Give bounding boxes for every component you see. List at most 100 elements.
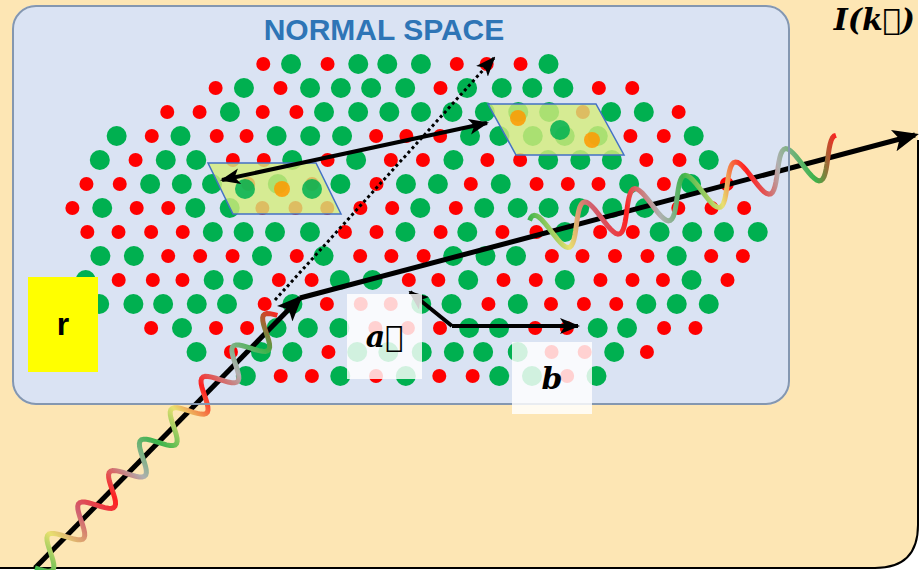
atom-dot: [90, 246, 110, 266]
atom-dot: [458, 270, 478, 290]
atom-dot: [140, 174, 160, 194]
atom-dot: [634, 102, 654, 122]
atom-dot: [416, 153, 430, 167]
atom-dot: [402, 273, 416, 287]
atom-dot: [544, 297, 558, 311]
atom-dot: [623, 129, 637, 143]
atom-dot: [272, 273, 286, 287]
atom-dot: [161, 249, 175, 263]
atom-dot: [187, 294, 207, 314]
atom-dot: [474, 198, 494, 218]
atom-dot: [431, 273, 445, 287]
atom-dot: [176, 225, 190, 239]
atom-dot: [449, 201, 463, 215]
atom-dot: [146, 273, 160, 287]
atom-dot: [353, 201, 367, 215]
atom-dot: [124, 246, 144, 266]
atom-dot: [172, 318, 192, 338]
atom-dot: [636, 294, 656, 314]
atom-dot: [466, 369, 480, 383]
tile-dot: [550, 120, 570, 140]
atom-dot: [684, 126, 704, 146]
atom-dot: [443, 150, 463, 170]
atom-dot: [305, 273, 319, 287]
atom-dot: [112, 273, 126, 287]
atom-dot: [704, 249, 718, 263]
atom-dot: [300, 222, 320, 242]
atom-dot: [172, 174, 192, 194]
atom-dot: [639, 153, 653, 167]
atom-dot: [348, 54, 368, 74]
vector-label: b: [542, 361, 563, 396]
tile-dot: [302, 179, 322, 199]
atom-dot: [113, 177, 127, 191]
atom-dot: [508, 294, 528, 314]
atom-dot: [187, 342, 207, 362]
atom-dot: [657, 129, 671, 143]
atom-dot: [553, 78, 573, 98]
atom-dot: [314, 102, 334, 122]
atom-dot: [539, 54, 559, 74]
atom-dot: [234, 222, 254, 242]
atom-dot: [625, 81, 639, 95]
atom-dot: [384, 249, 398, 263]
vector-label: a⃗: [366, 319, 403, 354]
atom-dot: [617, 318, 637, 338]
wave: [530, 135, 836, 247]
atom-dot: [529, 273, 543, 287]
atom-dot: [267, 126, 287, 146]
atom-dot: [377, 54, 397, 74]
atom-dot: [130, 201, 144, 215]
atom-dot: [240, 129, 254, 143]
tile-dot: [510, 110, 526, 126]
atom-dot: [185, 198, 205, 218]
atom-dot: [545, 249, 559, 263]
atom-dot: [588, 318, 608, 338]
atom-dot: [433, 81, 447, 95]
atom-dot: [577, 297, 591, 311]
atom-dot: [481, 297, 495, 311]
atom-dot: [604, 342, 624, 362]
atom-dot: [321, 57, 335, 71]
atom-dot: [657, 177, 671, 191]
atom-dot: [156, 150, 176, 170]
scattered-beam: [300, 135, 915, 298]
intensity-label: I(k⃗): [834, 2, 915, 37]
atom-dot: [444, 342, 464, 362]
atom-dot: [369, 129, 383, 143]
atom-dot: [428, 174, 448, 194]
atom-dot: [226, 249, 240, 263]
atom-dot: [522, 78, 542, 98]
atom-dot: [281, 54, 301, 74]
atom-dot: [495, 225, 509, 239]
atom-dot: [491, 174, 511, 194]
atom-dot: [748, 222, 768, 242]
atom-dot: [411, 54, 431, 74]
atom-dot: [204, 270, 224, 290]
atom-dot: [210, 129, 224, 143]
atom-dot: [153, 294, 173, 314]
atom-dot: [217, 294, 237, 314]
atom-dot: [80, 225, 94, 239]
atom-dot: [361, 78, 381, 98]
atom-dot: [332, 126, 352, 146]
atom-dot: [699, 150, 719, 170]
arrows: [35, 58, 915, 568]
atom-dot: [396, 174, 416, 194]
atom-dot: [330, 174, 350, 194]
atom-dot: [348, 102, 368, 122]
atom-dot: [576, 249, 590, 263]
atom-dot: [410, 198, 430, 218]
atom-dot: [65, 201, 79, 215]
atom-dot: [395, 78, 415, 98]
atom-dot: [626, 273, 640, 287]
atom-dot: [667, 294, 687, 314]
atom-dot: [497, 273, 511, 287]
atom-dot: [433, 321, 447, 335]
atom-dot: [353, 249, 367, 263]
atom-dot: [673, 153, 687, 167]
atom-dot: [561, 177, 575, 191]
atom-dot: [144, 225, 158, 239]
